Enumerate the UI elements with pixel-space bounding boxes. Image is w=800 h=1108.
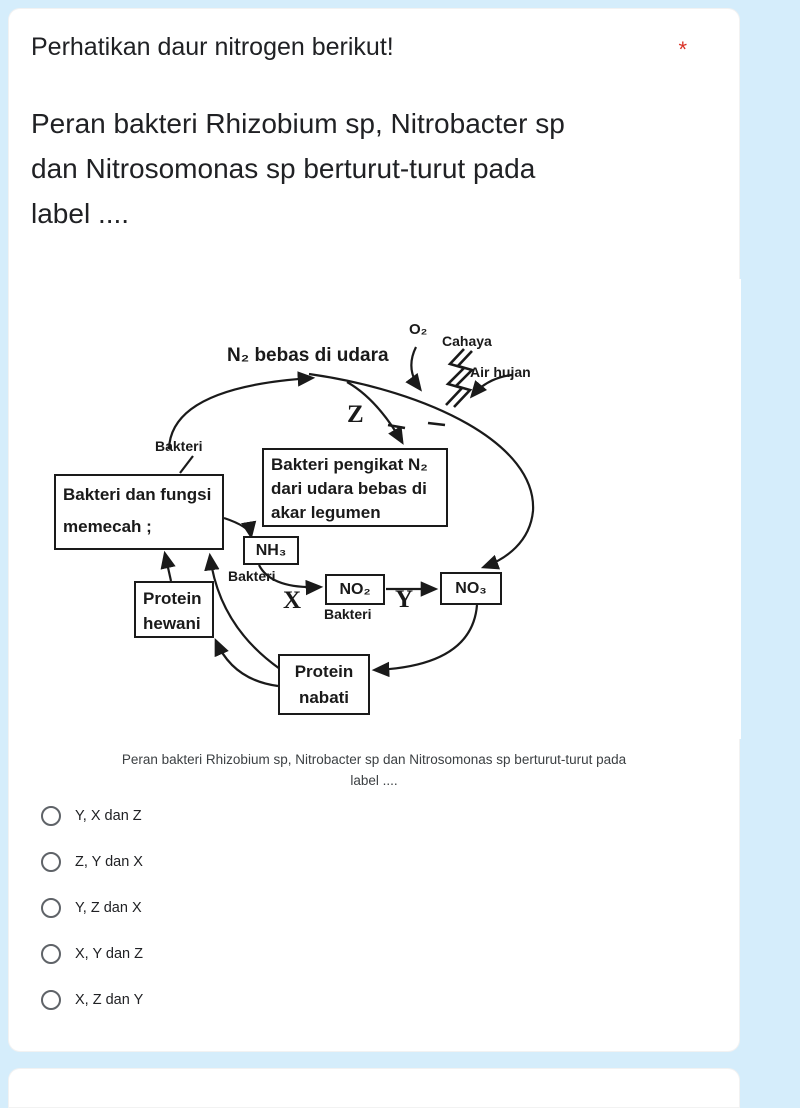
image-caption-line: label .... xyxy=(350,773,398,788)
diagram-box-n2-fixer: Bakteri pengikat N₂ dari udara bebas di … xyxy=(262,448,448,527)
diagram-box-decomposer-line: memecah ; xyxy=(63,517,152,536)
diagram-box-no2: NO₂ xyxy=(325,574,385,605)
diagram-box-protein-hewani-line: Protein xyxy=(143,589,202,608)
radio-option-4[interactable]: X, Y dan Z xyxy=(41,943,709,964)
radio-label: X, Z dan Y xyxy=(75,991,144,1008)
diagram-box-protein-nabati-line: Protein xyxy=(294,661,354,681)
next-question-card xyxy=(8,1068,740,1108)
radio-label: X, Y dan Z xyxy=(75,945,143,962)
radio-option-1[interactable]: Y, X dan Z xyxy=(41,805,709,826)
diagram-label-bakteri-top: Bakteri xyxy=(155,438,203,454)
radio-option-3[interactable]: Y, Z dan X xyxy=(41,897,709,918)
diagram-label-air-hujan: Air hujan xyxy=(470,364,531,380)
image-caption-line: Peran bakteri Rhizobium sp, Nitrobacter … xyxy=(121,752,627,767)
diagram-label-z: Z xyxy=(347,401,364,428)
radio-label: Y, X dan Z xyxy=(75,807,142,824)
diagram-label-bakteri-mid: Bakteri xyxy=(228,568,276,584)
diagram-box-protein-hewani: Protein hewani xyxy=(134,581,214,638)
radio-button[interactable] xyxy=(41,989,61,1010)
diagram-label-o2: O₂ xyxy=(409,321,428,338)
radio-option-2[interactable]: Z, Y dan X xyxy=(41,851,709,872)
question-body: Peran bakteri Rhizobium sp, Nitrobacter … xyxy=(31,101,699,236)
diagram-box-protein-nabati: Protein nabati xyxy=(278,654,370,715)
radio-label: Y, Z dan X xyxy=(75,899,142,916)
question-body-line: dan Nitrosomonas sp berturut-turut pada xyxy=(31,153,536,184)
options-list: Y, X dan Z Z, Y dan X Y, Z dan X X, Y da… xyxy=(41,805,709,1035)
radio-option-5[interactable]: X, Z dan Y xyxy=(41,989,709,1010)
diagram-box-protein-hewani-line: hewani xyxy=(143,614,201,633)
diagram-label-x: X xyxy=(283,587,302,614)
question-card: Perhatikan daur nitrogen berikut! * Pera… xyxy=(8,8,741,1052)
required-asterisk: * xyxy=(678,37,687,62)
question-body-line: Peran bakteri Rhizobium sp, Nitrobacter … xyxy=(31,108,565,139)
diagram-box-protein-nabati-line: nabati xyxy=(298,687,350,707)
diagram-box-n2-fixer-line: akar legumen xyxy=(271,503,381,522)
diagram-label-cahaya: Cahaya xyxy=(442,333,492,349)
diagram-box-decomposer: Bakteri dan fungsi memecah ; xyxy=(54,474,224,550)
radio-button[interactable] xyxy=(41,897,61,918)
question-header: Perhatikan daur nitrogen berikut! * xyxy=(31,33,715,62)
question-title: Perhatikan daur nitrogen berikut! xyxy=(31,33,394,61)
diagram-label-y: Y xyxy=(395,586,414,613)
diagram-label-n2-free: N₂ bebas di udara xyxy=(227,345,389,366)
diagram-box-n2-fixer-line: dari udara bebas di xyxy=(271,479,427,498)
diagram-box-nh3: NH₃ xyxy=(243,536,299,565)
radio-button[interactable] xyxy=(41,805,61,826)
diagram-box-decomposer-line: Bakteri dan fungsi xyxy=(63,485,212,504)
question-body-line: label .... xyxy=(31,198,130,229)
diagram-box-n2-fixer-line: Bakteri pengikat N₂ xyxy=(271,455,428,474)
nitrogen-cycle-diagram: N₂ bebas di udara O₂ Cahaya Air hujan Z … xyxy=(9,279,741,739)
diagram-label-bakteri-bottom: Bakteri xyxy=(324,606,372,622)
diagram-box-no3: NO₃ xyxy=(440,572,502,605)
image-caption: Peran bakteri Rhizobium sp, Nitrobacter … xyxy=(29,749,719,791)
radio-button[interactable] xyxy=(41,943,61,964)
radio-button[interactable] xyxy=(41,851,61,872)
radio-label: Z, Y dan X xyxy=(75,853,143,870)
